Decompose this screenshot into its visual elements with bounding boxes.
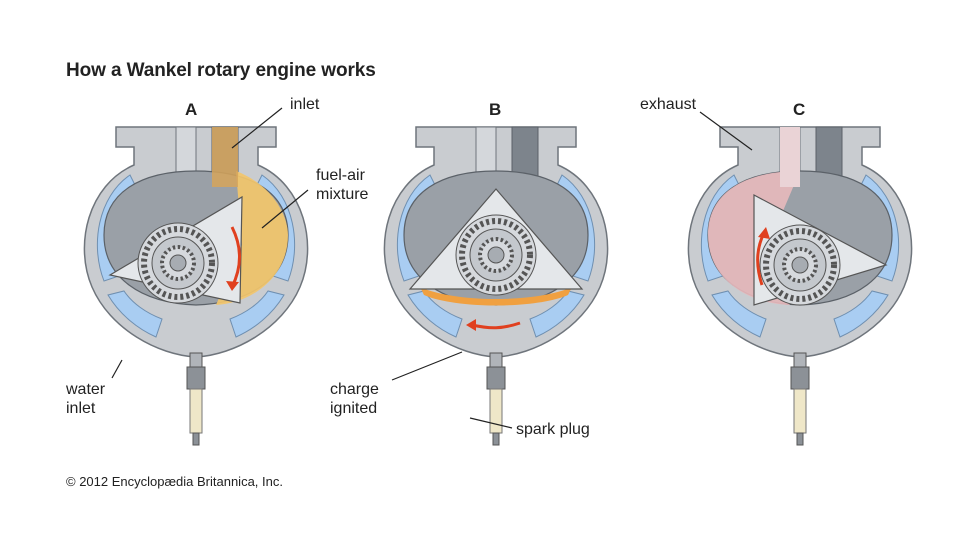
label-charge: charge — [330, 381, 379, 398]
diagram-title: How a Wankel rotary engine works — [66, 60, 376, 81]
engine-panel-a — [83, 126, 309, 446]
leader-exhaust — [699, 111, 753, 151]
label-exhaust: exhaust — [640, 96, 697, 113]
leader-charge-ignited — [391, 351, 463, 381]
leader-fuel-air — [261, 189, 309, 229]
label-water-inlet: inlet — [66, 400, 96, 417]
label-mixture: mixture — [316, 186, 369, 203]
engine-panel-c — [687, 126, 913, 446]
label-ignited: ignited — [330, 400, 378, 417]
label-water: water — [66, 381, 106, 398]
leader-spark-plug — [469, 417, 513, 429]
engine-panel-b — [383, 126, 609, 446]
panel-label-b: B — [489, 100, 502, 119]
label-inlet: inlet — [290, 96, 320, 113]
rotation-arrow-b — [471, 321, 521, 330]
panel-label-a: A — [185, 100, 198, 119]
copyright-notice: © 2012 Encyclopædia Britannica, Inc. — [66, 474, 283, 489]
leader-water-inlet — [111, 359, 123, 379]
panel-label-c: C — [793, 100, 806, 119]
rotation-arrow-a — [230, 226, 241, 288]
ignited-charge-region — [420, 287, 572, 306]
leader-inlet — [231, 107, 283, 149]
label-spark-plug: spark plug — [516, 421, 590, 438]
label-fuel-air: fuel-air — [316, 167, 365, 184]
